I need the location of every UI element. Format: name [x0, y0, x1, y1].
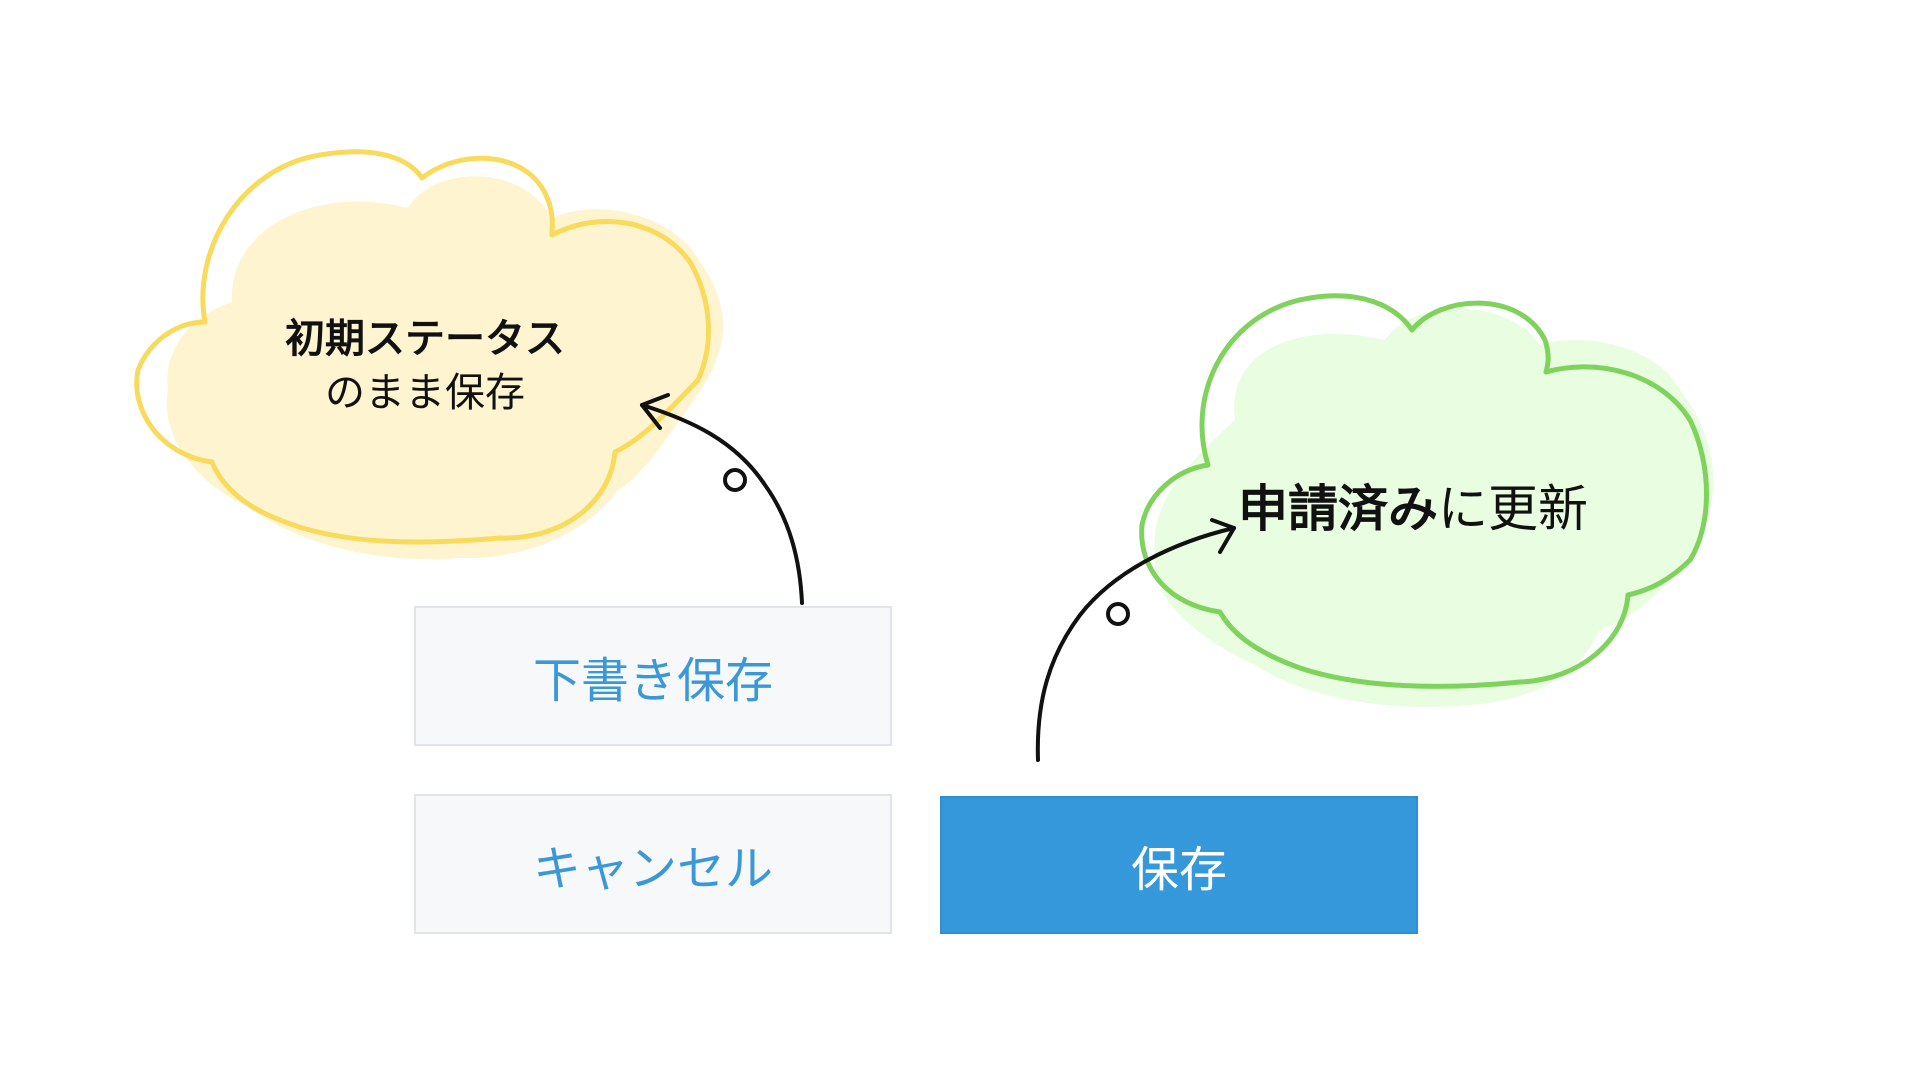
- green-cloud-outline: [1139, 293, 1709, 689]
- cancel-button[interactable]: キャンセル: [414, 794, 892, 934]
- green-cloud: [1139, 293, 1714, 707]
- arrow-to-save-note-head: [1210, 518, 1236, 554]
- save-note-text: 申請済みに更新: [1238, 476, 1588, 544]
- arrow-to-save-note: [1035, 518, 1236, 762]
- save-draft-button[interactable]: 下書き保存: [414, 606, 892, 746]
- yellow-cloud-outline: [134, 149, 711, 545]
- arrow-to-draft-note-line: [640, 403, 804, 605]
- save-button[interactable]: 保存: [940, 796, 1418, 934]
- arrow-to-save-note-line: [1035, 526, 1236, 762]
- save-note-status: 申請済み: [1238, 480, 1438, 538]
- draft-note-heading: 初期ステータス: [285, 316, 565, 362]
- arrow-to-draft-note-loop: [723, 468, 747, 492]
- save-note-detail: に更新: [1438, 480, 1588, 538]
- arrow-to-draft-note: [640, 393, 804, 605]
- yellow-cloud: [134, 149, 724, 560]
- draft-note-detail: のまま保存: [325, 370, 525, 416]
- arrow-to-save-note-loop: [1106, 602, 1130, 626]
- arrow-to-draft-note-head: [640, 393, 670, 430]
- draft-note-text: 初期ステータス のまま保存: [272, 312, 578, 420]
- yellow-cloud-fill-shape: [166, 176, 724, 560]
- green-cloud-fill-shape: [1154, 308, 1714, 707]
